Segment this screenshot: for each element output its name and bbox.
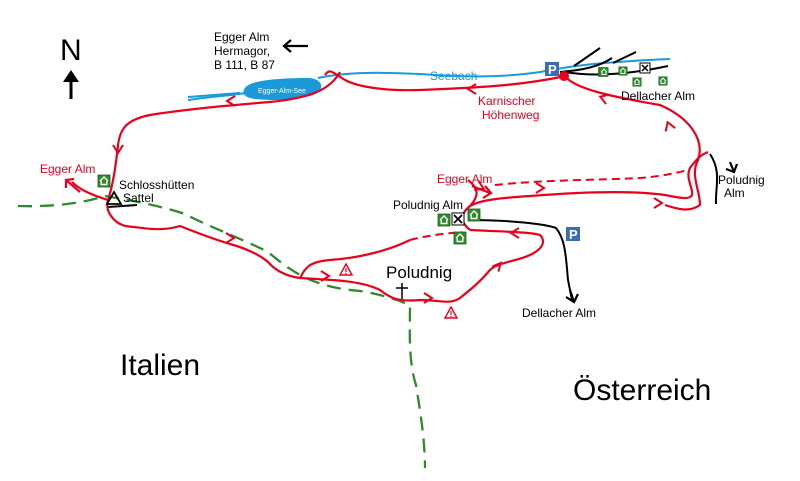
svg-text:P: P (569, 227, 578, 242)
label-egger-alm-left: Egger Alm (40, 162, 95, 176)
road-direction-arrows (282, 39, 739, 304)
summit-cross-icon (396, 283, 408, 299)
country-border (17, 194, 427, 469)
label-karnischer: Karnischer (478, 94, 535, 108)
hiking-route (71, 70, 709, 303)
saddle-triangle-icon (105, 190, 123, 205)
route-direction-arrows (112, 83, 676, 304)
arrow-to-poludnig-alm-right (725, 161, 739, 174)
label-oesterreich: Österreich (573, 374, 711, 407)
warning-triangle-icon (444, 306, 458, 319)
crossed-cutlery-icon (639, 62, 651, 74)
hut-icon (97, 174, 111, 188)
hut-icon (632, 77, 642, 87)
label-poludnig-summit: Poludnig (386, 263, 452, 282)
label-dellacher-alm-bottom: Dellacher Alm (522, 306, 596, 320)
label-sattel: Sattel (123, 191, 154, 205)
svg-text:P: P (548, 62, 557, 77)
label-dellacher-alm-top: Dellacher Alm (621, 89, 695, 103)
arrow-to-dellacher-alm-bottom (565, 289, 579, 304)
svg-text:N: N (60, 34, 82, 67)
warning-triangle-icon (339, 263, 353, 276)
parking-icon: P (566, 227, 580, 242)
crossed-cutlery-icon (451, 212, 465, 226)
start-point (559, 71, 569, 81)
label-seebach: Seebach (430, 69, 477, 83)
hut-icon (618, 66, 628, 76)
label-schlosshuetten: Schlosshütten (119, 178, 194, 192)
label-poludnig-alm-right-2: Alm (724, 186, 745, 200)
hut-icon (599, 67, 609, 77)
label-poludnig-alm-mid: Poludnig Alm (393, 198, 463, 212)
label-poludnig-alm-right-1: Poludnig (718, 173, 765, 187)
route-exit-arrows (64, 177, 493, 199)
hut-icon (437, 213, 451, 227)
label-egger-alm-see: Egger-Alm-See (258, 88, 306, 95)
hut-icon (467, 208, 481, 222)
hut-icon (658, 76, 668, 86)
label-hermagor: Hermagor, (214, 44, 270, 58)
north-arrow-icon: N (60, 34, 82, 99)
egger-alm-see-lake (243, 78, 322, 101)
hut-icon (453, 231, 467, 245)
label-roads: B 111, B 87 (214, 58, 275, 72)
label-egger-alm-top: Egger Alm (214, 30, 269, 44)
label-italien: Italien (120, 349, 200, 382)
seebach-stream (187, 58, 671, 101)
arrow-to-hermagor (282, 39, 308, 53)
route-alternatives (409, 169, 689, 241)
label-egger-alm-mid: Egger Alm (437, 172, 492, 186)
parking-icon: P (545, 62, 559, 77)
label-hoehenweg: Höhenweg (482, 108, 539, 122)
